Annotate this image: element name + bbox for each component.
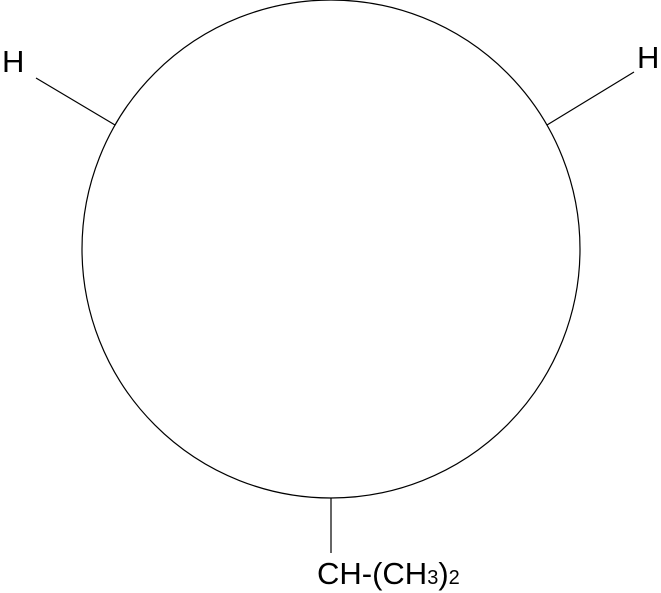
left-bond-line (35, 77, 116, 126)
isopropyl-subscript-3: 3 (427, 567, 438, 589)
left-hydrogen-label: H (2, 44, 24, 79)
rear-carbon-circle (81, 0, 581, 499)
isopropyl-main-text: CH-(CH (317, 556, 427, 591)
isopropyl-subscript-2: 2 (449, 567, 460, 589)
isopropyl-close-paren: ) (438, 556, 448, 591)
right-bond-line (546, 71, 635, 126)
isopropyl-group-label: CH-(CH3)2 (317, 556, 460, 591)
right-hydrogen-label: H (637, 40, 659, 75)
